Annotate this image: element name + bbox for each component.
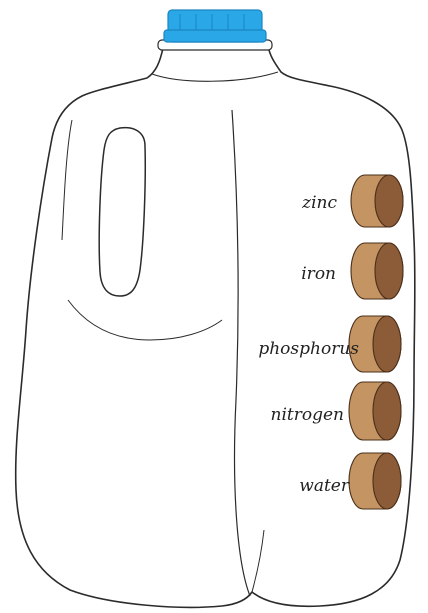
label-phosphorus: phosphorus (258, 339, 359, 359)
label-zinc: zinc (301, 193, 337, 213)
label-nitrogen: nitrogen (271, 405, 344, 425)
plug-iron (351, 243, 403, 299)
plug-nitrogen (349, 382, 401, 440)
plug-water (349, 453, 401, 509)
handle-opening (99, 128, 145, 296)
plug-zinc (351, 175, 403, 227)
label-iron: iron (301, 264, 336, 284)
jug-cap (164, 10, 266, 42)
label-water: water (299, 476, 350, 496)
